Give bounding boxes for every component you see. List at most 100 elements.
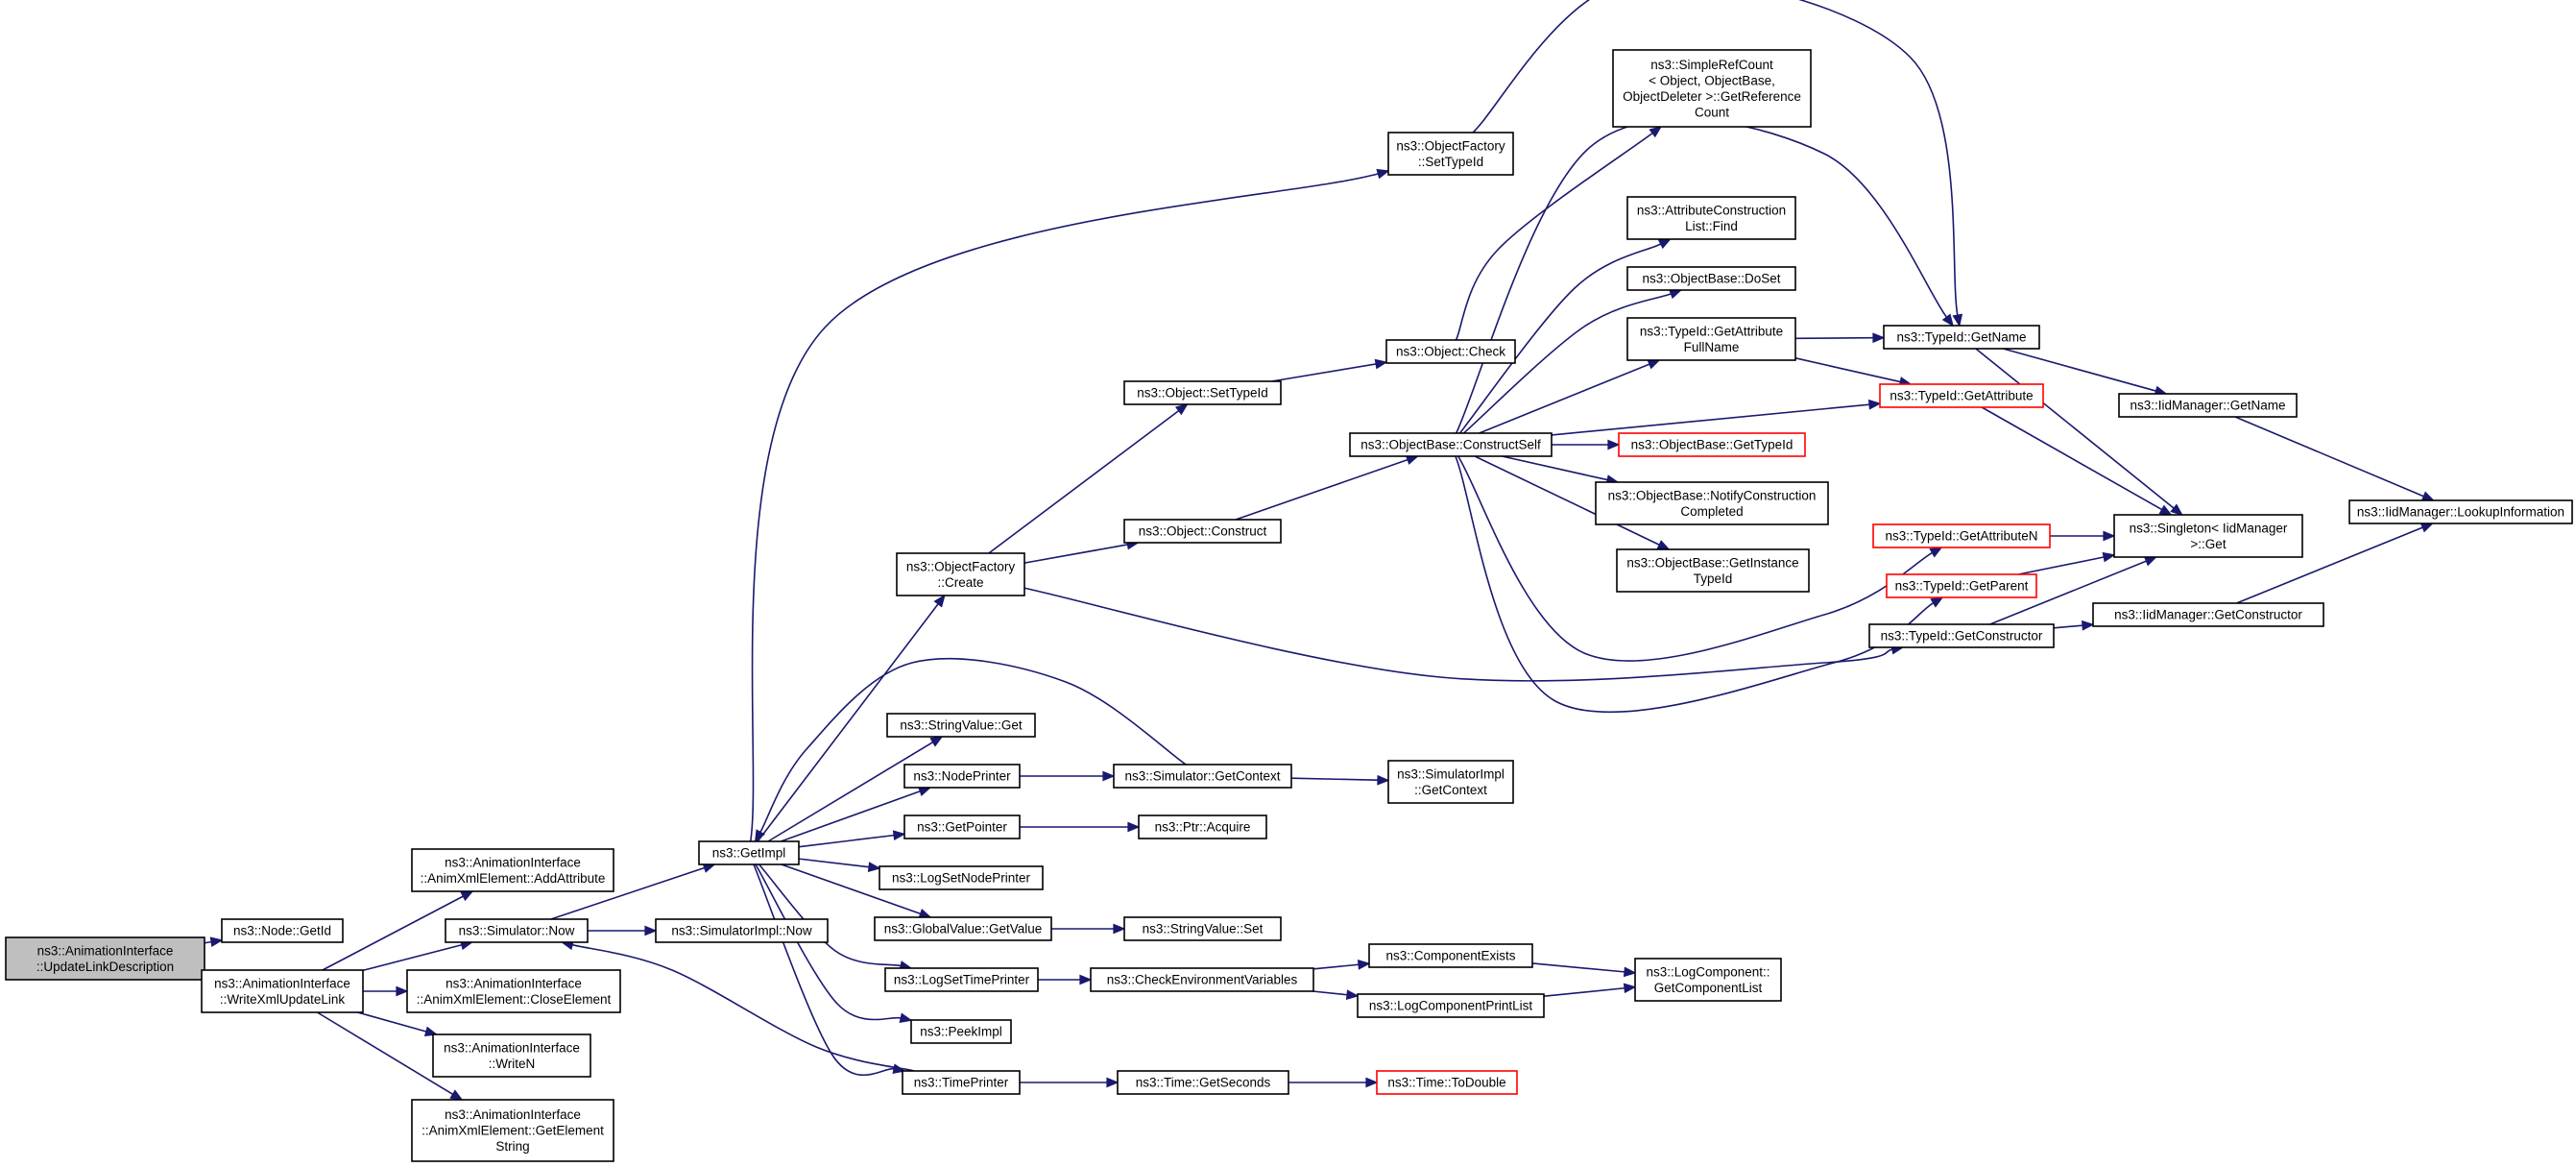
node-write-xml[interactable]: ns3::AnimationInterface::WriteXmlUpdateL… xyxy=(201,969,364,1013)
node-time-to-double[interactable]: ns3::Time::ToDouble xyxy=(1376,1070,1518,1095)
node-write-n[interactable]: ns3::AnimationInterface::WriteN xyxy=(432,1033,591,1078)
node-type-id-get-attribute-n[interactable]: ns3::TypeId::GetAttributeN xyxy=(1872,523,2051,548)
node-singleton-get[interactable]: ns3::Singleton< IidManager>::Get xyxy=(2113,514,2303,558)
node-iid-mgr-get-name[interactable]: ns3::IidManager::GetName xyxy=(2118,393,2298,418)
node-box xyxy=(1138,814,1267,839)
edge-line xyxy=(1312,963,1360,970)
arrow-head xyxy=(929,736,944,747)
node-obj-base-notify[interactable]: ns3::ObjectBase::NotifyConstructionCompl… xyxy=(1595,481,1829,525)
node-log-comp-print-list[interactable]: ns3::LogComponentPrintList xyxy=(1357,993,1545,1018)
node-root[interactable]: ns3::AnimationInterface::UpdateLinkDescr… xyxy=(5,936,205,981)
edge-line xyxy=(357,1011,427,1033)
node-log-set-node-printer[interactable]: ns3::LogSetNodePrinter xyxy=(879,865,1044,890)
node-sim-get-context[interactable]: ns3::Simulator::GetContext xyxy=(1113,764,1292,789)
arrow-head xyxy=(2103,530,2116,542)
edge-time-get-seconds-to-time-to-double xyxy=(1288,1077,1379,1088)
node-box xyxy=(1879,383,2044,408)
edge-line xyxy=(755,863,902,1021)
arrow-head xyxy=(867,862,881,873)
node-type-id-get-parent[interactable]: ns3::TypeId::GetParent xyxy=(1886,573,2037,598)
node-box xyxy=(1618,432,1806,457)
node-obj-base-get-type-id[interactable]: ns3::ObjectBase::GetTypeId xyxy=(1618,432,1806,457)
node-obj-factory-set-type-id[interactable]: ns3::ObjectFactory::SetTypeId xyxy=(1387,132,1514,176)
edge-type-id-get-parent-to-singleton-get xyxy=(2018,551,2116,575)
node-global-val-get[interactable]: ns3::GlobalValue::GetValue xyxy=(874,916,1052,941)
edge-line xyxy=(322,895,464,971)
node-box xyxy=(1376,1070,1518,1095)
node-sim-impl-get-context[interactable]: ns3::SimulatorImpl::GetContext xyxy=(1387,760,1514,804)
node-type-id-get-name[interactable]: ns3::TypeId::GetName xyxy=(1883,325,2040,350)
node-label: String xyxy=(495,1139,529,1154)
edge-get-impl-to-obj-factory-create xyxy=(757,594,946,842)
node-close-el[interactable]: ns3::AnimationInterface::AnimXmlElement:… xyxy=(406,969,621,1013)
edge-write-xml-to-sim-now xyxy=(362,939,474,972)
edge-line xyxy=(781,790,921,842)
node-box xyxy=(902,1070,1021,1095)
node-obj-check[interactable]: ns3::Object::Check xyxy=(1385,339,1516,364)
node-label: ns3::TypeId::GetAttribute xyxy=(1640,324,1783,338)
node-get-el-str[interactable]: ns3::AnimationInterface::AnimXmlElement:… xyxy=(411,1099,614,1162)
node-box xyxy=(1626,317,1796,361)
node-str-val-get[interactable]: ns3::StringValue::Get xyxy=(886,713,1036,738)
node-label: ::GetContext xyxy=(1414,783,1487,797)
node-simple-ref-count[interactable]: ns3::SimpleRefCount< Object, ObjectBase,… xyxy=(1612,49,1812,128)
node-type-id-get-constructor[interactable]: ns3::TypeId::GetConstructor xyxy=(1868,623,2055,648)
node-str-val-set[interactable]: ns3::StringValue::Set xyxy=(1123,916,1282,941)
node-node-printer[interactable]: ns3::NodePrinter xyxy=(903,764,1021,789)
node-type-id-get-attribute[interactable]: ns3::TypeId::GetAttribute xyxy=(1879,383,2044,408)
edge-line xyxy=(1989,560,2147,625)
node-label: ::Create xyxy=(937,575,983,590)
arrow-head xyxy=(1113,923,1126,935)
node-sim-impl-now[interactable]: ns3::SimulatorImpl::Now xyxy=(655,918,829,943)
node-box xyxy=(886,713,1036,738)
arrow-head xyxy=(2158,504,2173,516)
node-box xyxy=(1886,573,2037,598)
node-label: ns3::ComponentExists xyxy=(1385,949,1515,963)
node-box xyxy=(5,936,205,981)
node-box xyxy=(2348,499,2573,524)
arrow-head xyxy=(1867,399,1882,410)
node-add-attr[interactable]: ns3::AnimationInterface::AnimXmlElement:… xyxy=(411,848,614,892)
arrow-head xyxy=(1872,332,1886,344)
arrow-head xyxy=(2143,556,2158,567)
node-box xyxy=(1123,380,1282,405)
node-label: ns3::ObjectBase::NotifyConstruction xyxy=(1608,488,1817,502)
node-component-exists[interactable]: ns3::ComponentExists xyxy=(1368,943,1533,968)
node-ptr-acquire[interactable]: ns3::Ptr::Acquire xyxy=(1138,814,1267,839)
node-obj-construct[interactable]: ns3::Object::Construct xyxy=(1123,519,1282,544)
node-node-get-id[interactable]: ns3::Node::GetId xyxy=(221,918,344,943)
node-get-impl[interactable]: ns3::GetImpl xyxy=(698,840,800,865)
node-get-pointer[interactable]: ns3::GetPointer xyxy=(903,814,1021,839)
node-label: ns3::AnimationInterface xyxy=(445,855,581,869)
node-time-printer[interactable]: ns3::TimePrinter xyxy=(902,1070,1021,1095)
node-check-env[interactable]: ns3::CheckEnvironmentVariables xyxy=(1090,967,1314,992)
node-construct-self[interactable]: ns3::ObjectBase::ConstructSelf xyxy=(1349,432,1553,457)
edge-iid-mgr-get-constructor-to-iid-mgr-lookup xyxy=(2236,523,2434,604)
node-label: ns3::GlobalValue::GetValue xyxy=(884,922,1043,936)
node-obj-set-type-id[interactable]: ns3::Object::SetTypeId xyxy=(1123,380,1282,405)
node-label: ns3::AnimationInterface xyxy=(445,1107,581,1122)
node-label: ns3::Object::Construct xyxy=(1139,524,1267,539)
edge-line xyxy=(2234,416,2424,498)
node-peek-impl[interactable]: ns3::PeekImpl xyxy=(910,1019,1012,1044)
node-log-comp-get-list[interactable]: ns3::LogComponent::GetComponentList xyxy=(1634,958,1782,1002)
edge-line xyxy=(317,1011,454,1095)
node-iid-mgr-lookup[interactable]: ns3::IidManager::LookupInformation xyxy=(2348,499,2573,524)
node-sim-now[interactable]: ns3::Simulator::Now xyxy=(445,918,589,943)
node-box xyxy=(411,848,614,892)
node-label: FullName xyxy=(1684,340,1740,354)
node-label: ns3::LogComponent:: xyxy=(1646,964,1769,979)
edge-get-impl-to-time-printer xyxy=(753,863,906,1077)
node-iid-mgr-get-constructor[interactable]: ns3::IidManager::GetConstructor xyxy=(2092,602,2324,627)
edge-line xyxy=(759,657,1187,833)
node-obj-base-do-set[interactable]: ns3::ObjectBase::DoSet xyxy=(1626,266,1796,291)
node-label: ns3::Simulator::GetContext xyxy=(1124,769,1280,784)
arrow-head xyxy=(1930,596,1944,608)
node-obj-factory-create[interactable]: ns3::ObjectFactory::Create xyxy=(896,552,1025,596)
node-time-get-seconds[interactable]: ns3::Time::GetSeconds xyxy=(1117,1070,1289,1095)
node-log-set-time-printer[interactable]: ns3::LogSetTimePrinter xyxy=(884,967,1039,992)
